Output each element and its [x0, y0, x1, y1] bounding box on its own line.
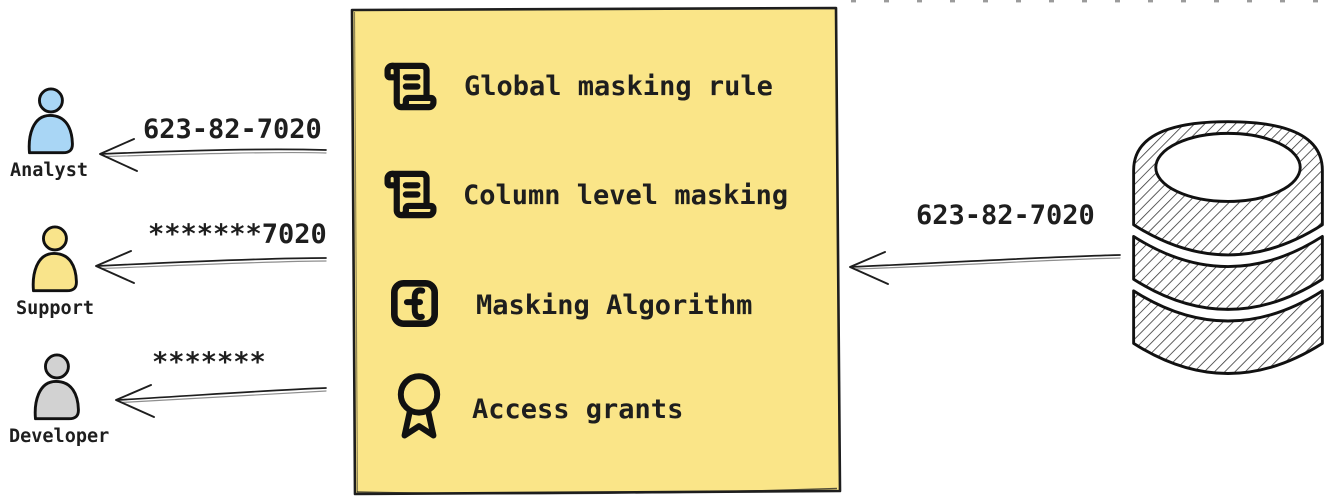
support-label: Support — [16, 298, 94, 319]
masking-box — [350, 6, 842, 496]
support-user-icon — [31, 225, 78, 293]
developer-label: Developer — [9, 426, 110, 447]
access-grants-label: Access grants — [472, 394, 684, 425]
arrow-to-support — [95, 250, 327, 284]
square-function-icon — [391, 280, 438, 327]
award-icon — [397, 373, 441, 439]
analyst-masked-value: 623-82-7020 — [143, 114, 322, 145]
arrow-database-to-masking-box — [849, 251, 1121, 285]
arrow-to-developer — [115, 384, 327, 418]
developer-masked-value: ******* — [152, 347, 266, 378]
database-icon — [1132, 120, 1324, 375]
arrow-to-analyst — [99, 138, 327, 172]
analyst-user-icon — [27, 87, 74, 155]
analyst-label: Analyst — [10, 160, 88, 181]
developer-user-icon — [33, 353, 80, 421]
database-outgoing-value: 623-82-7020 — [916, 200, 1095, 231]
global-masking-rule-label: Global masking rule — [464, 71, 773, 102]
masking-algorithm-label: Masking Algorithm — [476, 290, 753, 321]
canvas-edge-dots — [851, 0, 1318, 3]
support-masked-value: *******7020 — [148, 219, 327, 250]
column-level-masking-label: Column level masking — [463, 180, 789, 211]
scroll-text-icon — [384, 62, 437, 111]
scroll-text-icon — [384, 170, 437, 219]
